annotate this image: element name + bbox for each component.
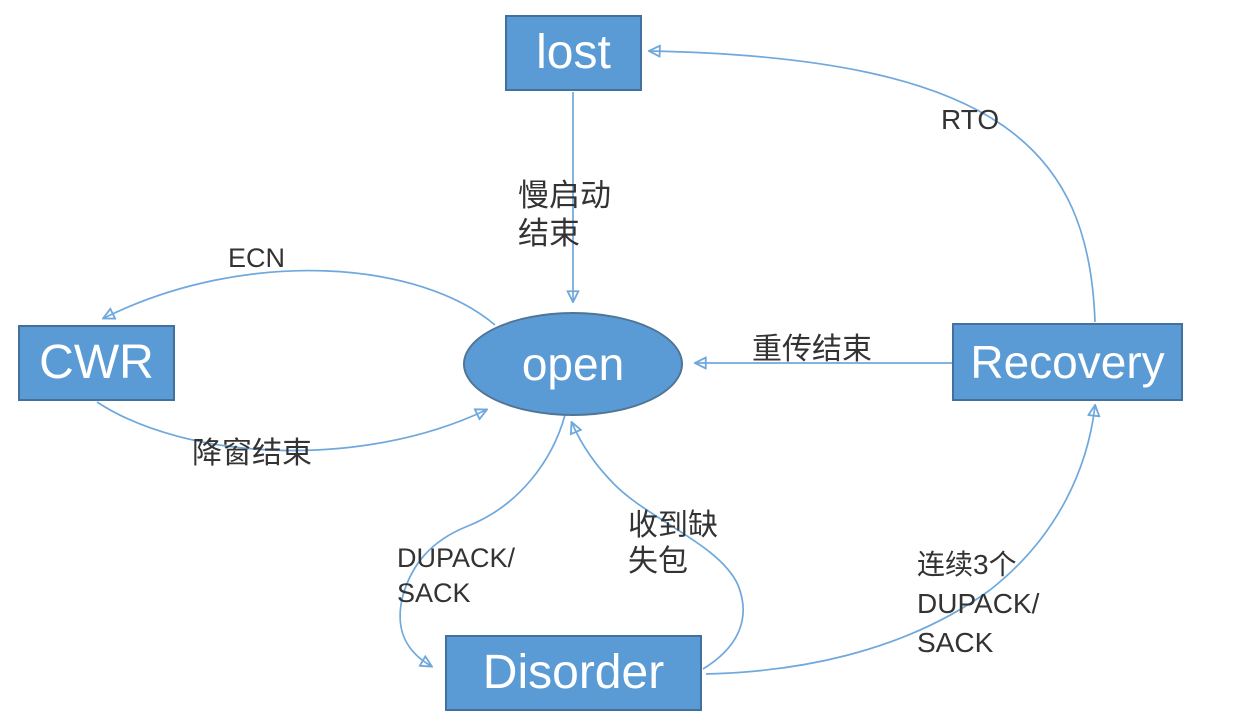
state-node-open: open <box>463 312 683 416</box>
edge-recovery-to-lost <box>650 51 1096 323</box>
state-node-lost: lost <box>505 15 642 91</box>
edge-label-retransmission-end: 重传结束 <box>752 333 872 366</box>
edge-disorder-to-open <box>572 423 744 670</box>
edge-label-window-reduction-end: 降窗结束 <box>192 437 312 470</box>
state-node-recovery: Recovery <box>952 323 1183 401</box>
edge-label-received-missing-packet: 收到缺 失包 <box>628 509 718 578</box>
edge-disorder-to-recovery <box>705 406 1095 675</box>
state-node-disorder: Disorder <box>445 635 702 711</box>
edge-open-to-cwr <box>104 269 496 326</box>
edge-label-rto: RTO <box>941 104 1000 135</box>
state-node-cwr: CWR <box>18 325 175 401</box>
edge-cwr-to-open <box>96 401 486 452</box>
edge-open-to-disorder <box>399 414 566 666</box>
edge-label-slow-start-end: 慢启动 结束 <box>518 178 611 251</box>
edge-label-three-consecutive-dupack-sack: 连续3个 DUPACK/ SACK <box>917 549 1040 659</box>
edge-label-ecn: ECN <box>228 243 286 273</box>
edge-label-dupack-sack: DUPACK/ SACK <box>397 543 516 609</box>
